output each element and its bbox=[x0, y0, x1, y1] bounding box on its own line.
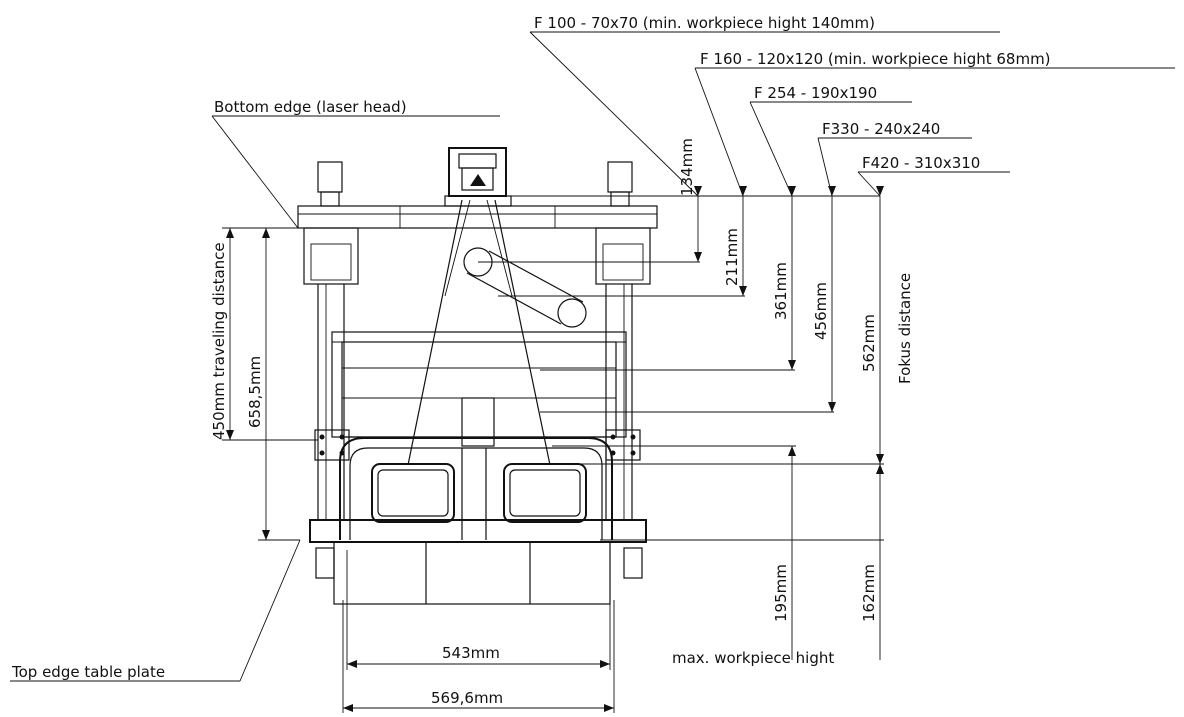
dim-543: 543mm bbox=[442, 644, 500, 662]
arrowheads bbox=[226, 186, 884, 712]
callout-f420: F420 - 310x310 bbox=[862, 154, 980, 172]
reference-lines bbox=[478, 195, 884, 541]
vertical-dimension-lines bbox=[222, 196, 881, 713]
dim-195: 195mm bbox=[772, 564, 790, 622]
callout-f254: F 254 - 190x190 bbox=[754, 84, 877, 102]
dim-569: 569,6mm bbox=[431, 689, 503, 707]
dim-456: 456mm bbox=[812, 282, 830, 340]
dim-658: 658,5mm bbox=[246, 356, 264, 428]
callout-top-edge: Top edge table plate bbox=[11, 663, 165, 681]
dim-travel: 450mm traveling distance bbox=[210, 242, 228, 440]
laser-head bbox=[444, 147, 512, 207]
dim-361: 361mm bbox=[772, 262, 790, 320]
callout-f160: F 160 - 120x120 (min. workpiece hight 68… bbox=[700, 50, 1051, 68]
callout-f330: F330 - 240x240 bbox=[822, 120, 940, 138]
dim-211: 211mm bbox=[723, 228, 741, 286]
label-max-workpiece: max. workpiece hight bbox=[672, 649, 834, 667]
leader-lines bbox=[10, 31, 1175, 682]
dim-162: 162mm bbox=[860, 564, 878, 622]
dim-562: 562mm bbox=[860, 314, 878, 372]
label-fokus-distance: Fokus distance bbox=[896, 273, 914, 384]
machine-drawing bbox=[297, 147, 658, 605]
callout-f100: F 100 - 70x70 (min. workpiece hight 140m… bbox=[534, 14, 875, 32]
callout-bottom-edge: Bottom edge (laser head) bbox=[214, 98, 407, 116]
dim-134: 134mm bbox=[678, 138, 696, 196]
